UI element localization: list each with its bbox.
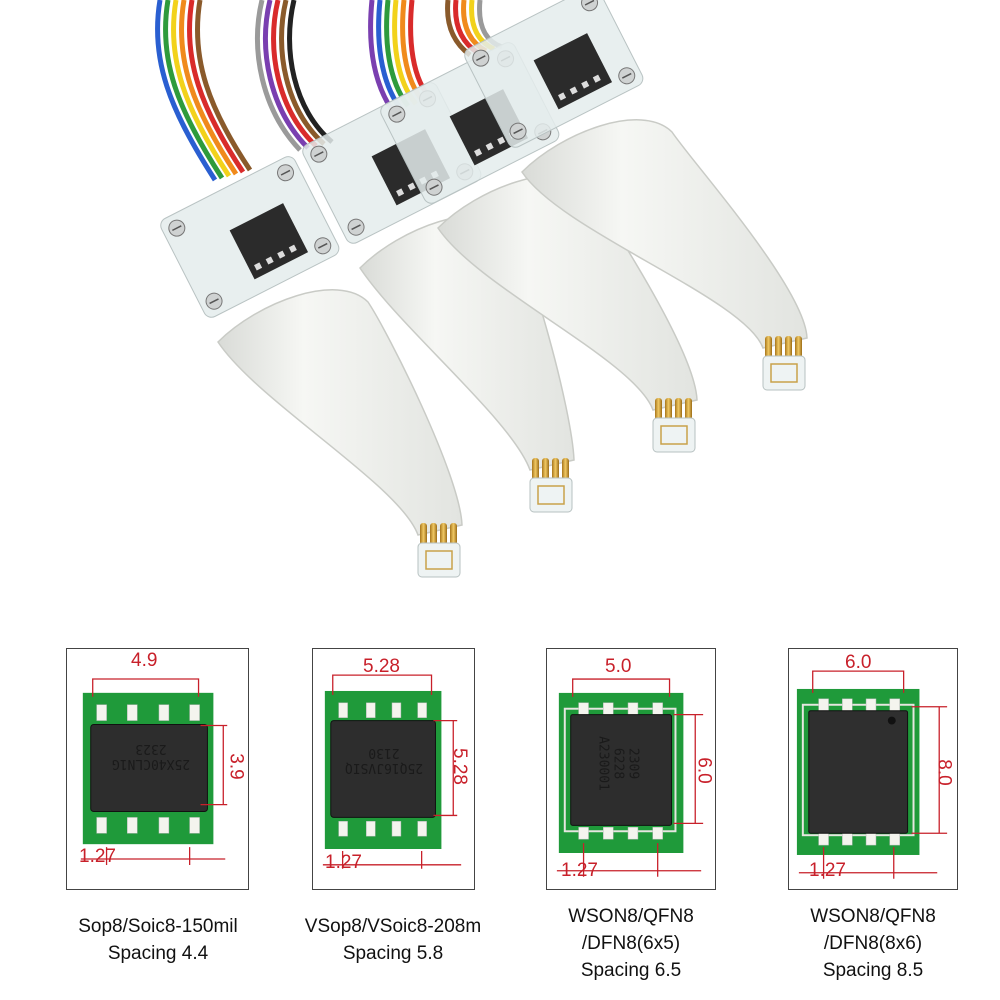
caption-line: /DFN8(8x6) xyxy=(823,933,923,954)
height-dimension: 6.0 xyxy=(693,757,715,784)
caption-line: WSON8/QFN8 xyxy=(568,906,694,927)
height-dimension: 8.0 xyxy=(933,759,955,786)
caption-line: Sop8/Soic8-150mil xyxy=(78,916,238,937)
package-card-vsop8: 5.28 5.28 1.27 25Q16JVSIQ 2130 xyxy=(312,648,475,890)
caption-line: Spacing 4.4 xyxy=(107,943,209,964)
caption-sop8: Sop8/Soic8-150mil Spacing 4.4 xyxy=(38,913,278,967)
vsop8-diagram xyxy=(322,674,462,869)
caption-vsop8: VSop8/VSoic8-208m Spacing 5.8 xyxy=(273,913,513,967)
sop8-diagram xyxy=(80,678,228,865)
probe xyxy=(380,42,698,453)
caption-line: WSON8/QFN8 xyxy=(810,906,936,927)
package-card-sop8: 4.9 3.9 1.27 25X40CLN1G 2323 xyxy=(66,648,249,890)
width-dimension: 4.9 xyxy=(131,650,158,671)
height-dimension: 5.28 xyxy=(448,748,470,785)
wson8-6x5-diagram xyxy=(556,678,704,877)
pitch-dimension: 1.27 xyxy=(561,860,598,881)
height-dimension: 3.9 xyxy=(225,753,247,780)
caption-wson8-8x6: WSON8/QFN8 /DFN8(8x6) Spacing 8.5 xyxy=(753,903,993,984)
package-card-wson8-6x5: 5.0 6.0 1.27 2309 6228 A230001 xyxy=(546,648,716,890)
product-photo xyxy=(155,0,808,578)
caption-wson8-6x5: WSON8/QFN8 /DFN8(6x5) Spacing 6.5 xyxy=(511,903,751,984)
caption-line: /DFN8(6x5) xyxy=(581,933,681,954)
chip-marking: 25Q16JVSIQ 2130 xyxy=(344,745,424,775)
caption-line: Spacing 5.8 xyxy=(342,943,444,964)
chip-marking: 2309 6228 A230001 xyxy=(595,736,641,791)
caption-line: Spacing 8.5 xyxy=(822,960,924,981)
width-dimension: 6.0 xyxy=(845,652,872,673)
package-card-wson8-8x6: 6.0 8.0 1.27 xyxy=(788,648,958,890)
pitch-dimension: 1.27 xyxy=(325,852,362,873)
probe xyxy=(160,156,463,578)
wson8-8x6-diagram xyxy=(796,670,948,879)
width-dimension: 5.0 xyxy=(605,656,632,677)
pitch-dimension: 1.27 xyxy=(79,846,116,867)
chip-marking: 25X40CLN1G 2323 xyxy=(111,741,191,771)
pitch-dimension: 1.27 xyxy=(809,860,846,881)
caption-line: VSop8/VSoic8-208m xyxy=(304,916,482,937)
width-dimension: 5.28 xyxy=(363,656,400,677)
probe xyxy=(464,0,808,391)
caption-line: Spacing 6.5 xyxy=(580,960,682,981)
test-probes xyxy=(160,0,808,578)
